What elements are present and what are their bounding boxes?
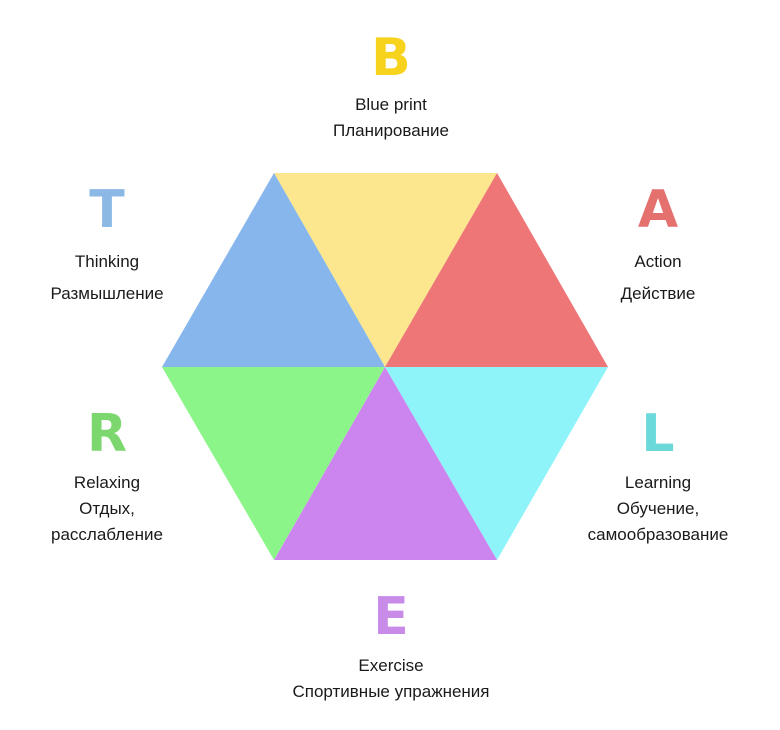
triangle-e [274, 367, 497, 560]
letter-b: B [371, 28, 411, 88]
letter-t: T [89, 180, 125, 240]
label-exercise: E Exercise Спортивные упражнения [271, 589, 511, 705]
subtitle-deystvie: Действие [620, 284, 696, 303]
label-thinking: T Thinking Размышление [0, 182, 227, 310]
label-learning: L Learning Обучение, самообразование [538, 406, 778, 548]
letter-l: L [641, 404, 675, 464]
title-exercise: Exercise [358, 656, 424, 675]
title-relaxing: Relaxing [73, 473, 141, 492]
label-action: A Action Действие [538, 182, 778, 310]
letter-a: A [637, 180, 679, 240]
letter-e: E [373, 587, 409, 647]
label-relaxing: R Relaxing Отдых, расслабление [0, 406, 227, 548]
letter-r: R [86, 404, 128, 464]
title-action: Action [634, 252, 682, 271]
subtitle-rasslablenie: расслабление [51, 525, 163, 544]
subtitle-samoobrazovanie: самообразование [587, 525, 729, 544]
title-thinking: Thinking [74, 252, 140, 271]
title-learning: Learning [624, 473, 692, 492]
triangle-t [162, 173, 385, 367]
label-blue-print: B Blue print Планирование [271, 30, 511, 144]
triangle-r [162, 367, 385, 560]
triangle-a [385, 173, 608, 367]
subtitle-planirovanie: Планирование [332, 121, 450, 140]
subtitle-otdyh: Отдых, [79, 499, 135, 518]
subtitle-razmyshlenie: Размышление [50, 284, 164, 303]
triangle-b [274, 173, 497, 367]
title-blue-print: Blue print [355, 95, 427, 114]
subtitle-sportivnye: Спортивные упражнения [292, 682, 490, 701]
triangle-l [385, 367, 608, 560]
subtitle-obuchenie: Обучение, [616, 499, 700, 518]
